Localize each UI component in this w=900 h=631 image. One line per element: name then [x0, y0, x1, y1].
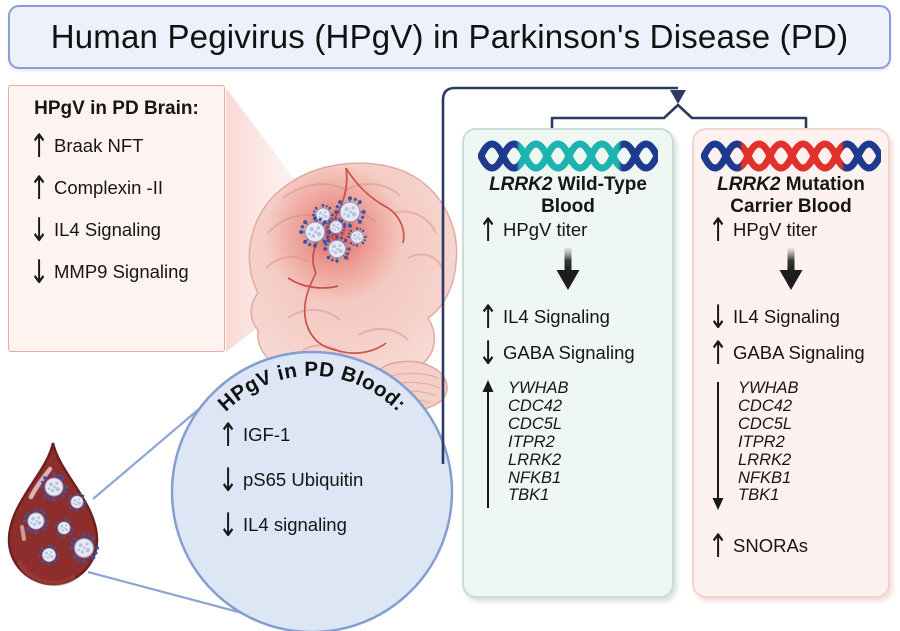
gene-trend-up-arrow	[482, 380, 494, 508]
down-arrow-icon: ↓	[218, 461, 239, 499]
up-arrow-icon: ↑	[218, 416, 239, 454]
trend-label: HPgV titer	[733, 219, 818, 240]
up-arrow-icon: ↑	[29, 169, 50, 207]
up-arrow-icon: ↑	[708, 527, 729, 565]
gene-item: ITPR2	[738, 432, 785, 451]
trend-row: ↓ pS65 Ubiquitin	[218, 461, 413, 499]
trend-label: GABA Signaling	[503, 342, 635, 363]
trend-label: MMP9 Signaling	[54, 261, 189, 282]
panel-title: LRRK2 Mutation Carrier Blood	[694, 174, 888, 219]
title-banner: Human Pegivirus (HPgV) in Parkinson's Di…	[8, 5, 891, 69]
gene-item: YWHAB	[738, 379, 799, 397]
panel-title: LRRK2 Wild-Type Blood	[464, 174, 672, 219]
blood-circle-rows: ↑ IGF-1 ↓ pS65 Ubiquitin ↓ IL4 signaling	[218, 416, 413, 544]
virus-icon	[323, 235, 351, 263]
virus-icon	[39, 472, 69, 502]
trend-label: GABA Signaling	[733, 342, 865, 363]
gene-item: ITPR2	[508, 432, 555, 451]
trend-row: ↑ GABA Signaling	[708, 334, 865, 372]
gene-item: YWHAB	[508, 379, 569, 397]
gene-list: YWHAB CDC42 CDC5L ITPR2 LRRK2 NFKB1 TBK1	[508, 379, 569, 505]
snoras-row: ↑ SNORAs	[708, 527, 809, 565]
trend-row: ↓ IL4 signaling	[218, 506, 413, 544]
brain-findings-panel: HPgV in PD Brain: ↑ Braak NFT ↑ Complexi…	[8, 85, 225, 352]
virus-icon	[22, 507, 50, 535]
wild-type-panel: LRRK2 Wild-Type Blood ↑ HPgV titer ↑ IL4…	[462, 128, 674, 598]
trend-label: HPgV titer	[503, 219, 588, 240]
gene-item: NFKB1	[738, 468, 792, 487]
blood-to-panels-arrow	[441, 86, 808, 464]
trend-row: ↑ Complexin -II	[29, 169, 224, 207]
down-arrow-icon: ↓	[29, 211, 50, 249]
gene-item: NFKB1	[508, 468, 562, 487]
magnifier-circle	[170, 350, 454, 631]
trend-row: ↑ IGF-1	[218, 416, 413, 454]
trend-label: IGF-1	[243, 424, 291, 445]
trend-row: ↑ IL4 Signaling	[478, 298, 610, 336]
virus-icon	[68, 532, 100, 564]
gene-item: LRRK2	[508, 450, 562, 469]
gene-list: YWHAB CDC42 CDC5L ITPR2 LRRK2 NFKB1 TBK1	[738, 379, 799, 505]
gene-item: TBK1	[738, 486, 780, 505]
brain-panel-rows: ↑ Braak NFT ↑ Complexin -II ↓ IL4 Signal…	[29, 127, 224, 291]
down-arrow-icon: ↓	[218, 506, 239, 544]
trend-row: ↓ IL4 Signaling	[29, 211, 224, 249]
gene-item: CDC5L	[508, 414, 563, 433]
trend-row: ↓ IL4 Signaling	[708, 298, 840, 336]
gene-name: LRRK2	[717, 174, 781, 195]
gene-item: CDC5L	[738, 414, 793, 433]
up-arrow-icon: ↑	[29, 127, 50, 165]
virus-icon	[325, 216, 347, 238]
panel-title-rest: Wild-Type Blood	[541, 174, 647, 218]
gene-trend-down-arrow	[712, 382, 724, 510]
panel-title-rest: Mutation Carrier Blood	[730, 174, 865, 218]
virus-icon	[38, 544, 60, 566]
down-arrow-icon: ↓	[29, 253, 50, 291]
gene-item: LRRK2	[738, 450, 792, 469]
down-arrow-icon: ↓	[708, 298, 729, 336]
big-down-arrow-icon	[779, 248, 803, 290]
trend-label: IL4 Signaling	[733, 306, 840, 327]
hpgv-titer-row: ↑ HPgV titer	[708, 211, 818, 249]
dna-helix-teal-icon	[478, 140, 658, 172]
trend-label: SNORAs	[733, 535, 809, 556]
trend-row: ↑ Braak NFT	[29, 127, 224, 165]
gene-item: TBK1	[508, 486, 550, 505]
trend-label: pS65 Ubiquitin	[243, 469, 364, 490]
trend-row: ↓ GABA Signaling	[478, 334, 635, 372]
virus-icon	[346, 226, 368, 248]
virus-icon	[53, 517, 75, 539]
figure-title: Human Pegivirus (HPgV) in Parkinson's Di…	[50, 18, 849, 55]
gene-item: CDC42	[738, 396, 793, 415]
brain-panel-heading: HPgV in PD Brain:	[34, 98, 199, 119]
trend-label: Complexin -II	[54, 177, 163, 198]
virus-icon	[66, 491, 88, 513]
up-arrow-icon: ↑	[478, 298, 499, 336]
down-arrow-icon: ↓	[478, 334, 499, 372]
up-arrow-icon: ↑	[478, 211, 499, 249]
trend-label: IL4 Signaling	[503, 306, 610, 327]
gene-name: LRRK2	[489, 174, 553, 195]
big-down-arrow-icon	[556, 248, 580, 290]
dna-helix-red-icon	[701, 140, 881, 172]
up-arrow-icon: ↑	[708, 211, 729, 249]
connector-arrowhead	[670, 90, 686, 104]
blood-drop-icon	[7, 442, 100, 586]
trend-label: Braak NFT	[54, 135, 144, 156]
magnifier-lines	[87, 408, 247, 616]
trend-label: IL4 Signaling	[54, 219, 161, 240]
up-arrow-icon: ↑	[708, 334, 729, 372]
trend-row: ↓ MMP9 Signaling	[29, 253, 224, 291]
gene-item: CDC42	[508, 396, 563, 415]
hpgv-titer-row: ↑ HPgV titer	[478, 211, 588, 249]
mutation-carrier-panel: LRRK2 Mutation Carrier Blood ↑ HPgV tite…	[692, 128, 890, 598]
trend-label: IL4 signaling	[243, 514, 347, 535]
